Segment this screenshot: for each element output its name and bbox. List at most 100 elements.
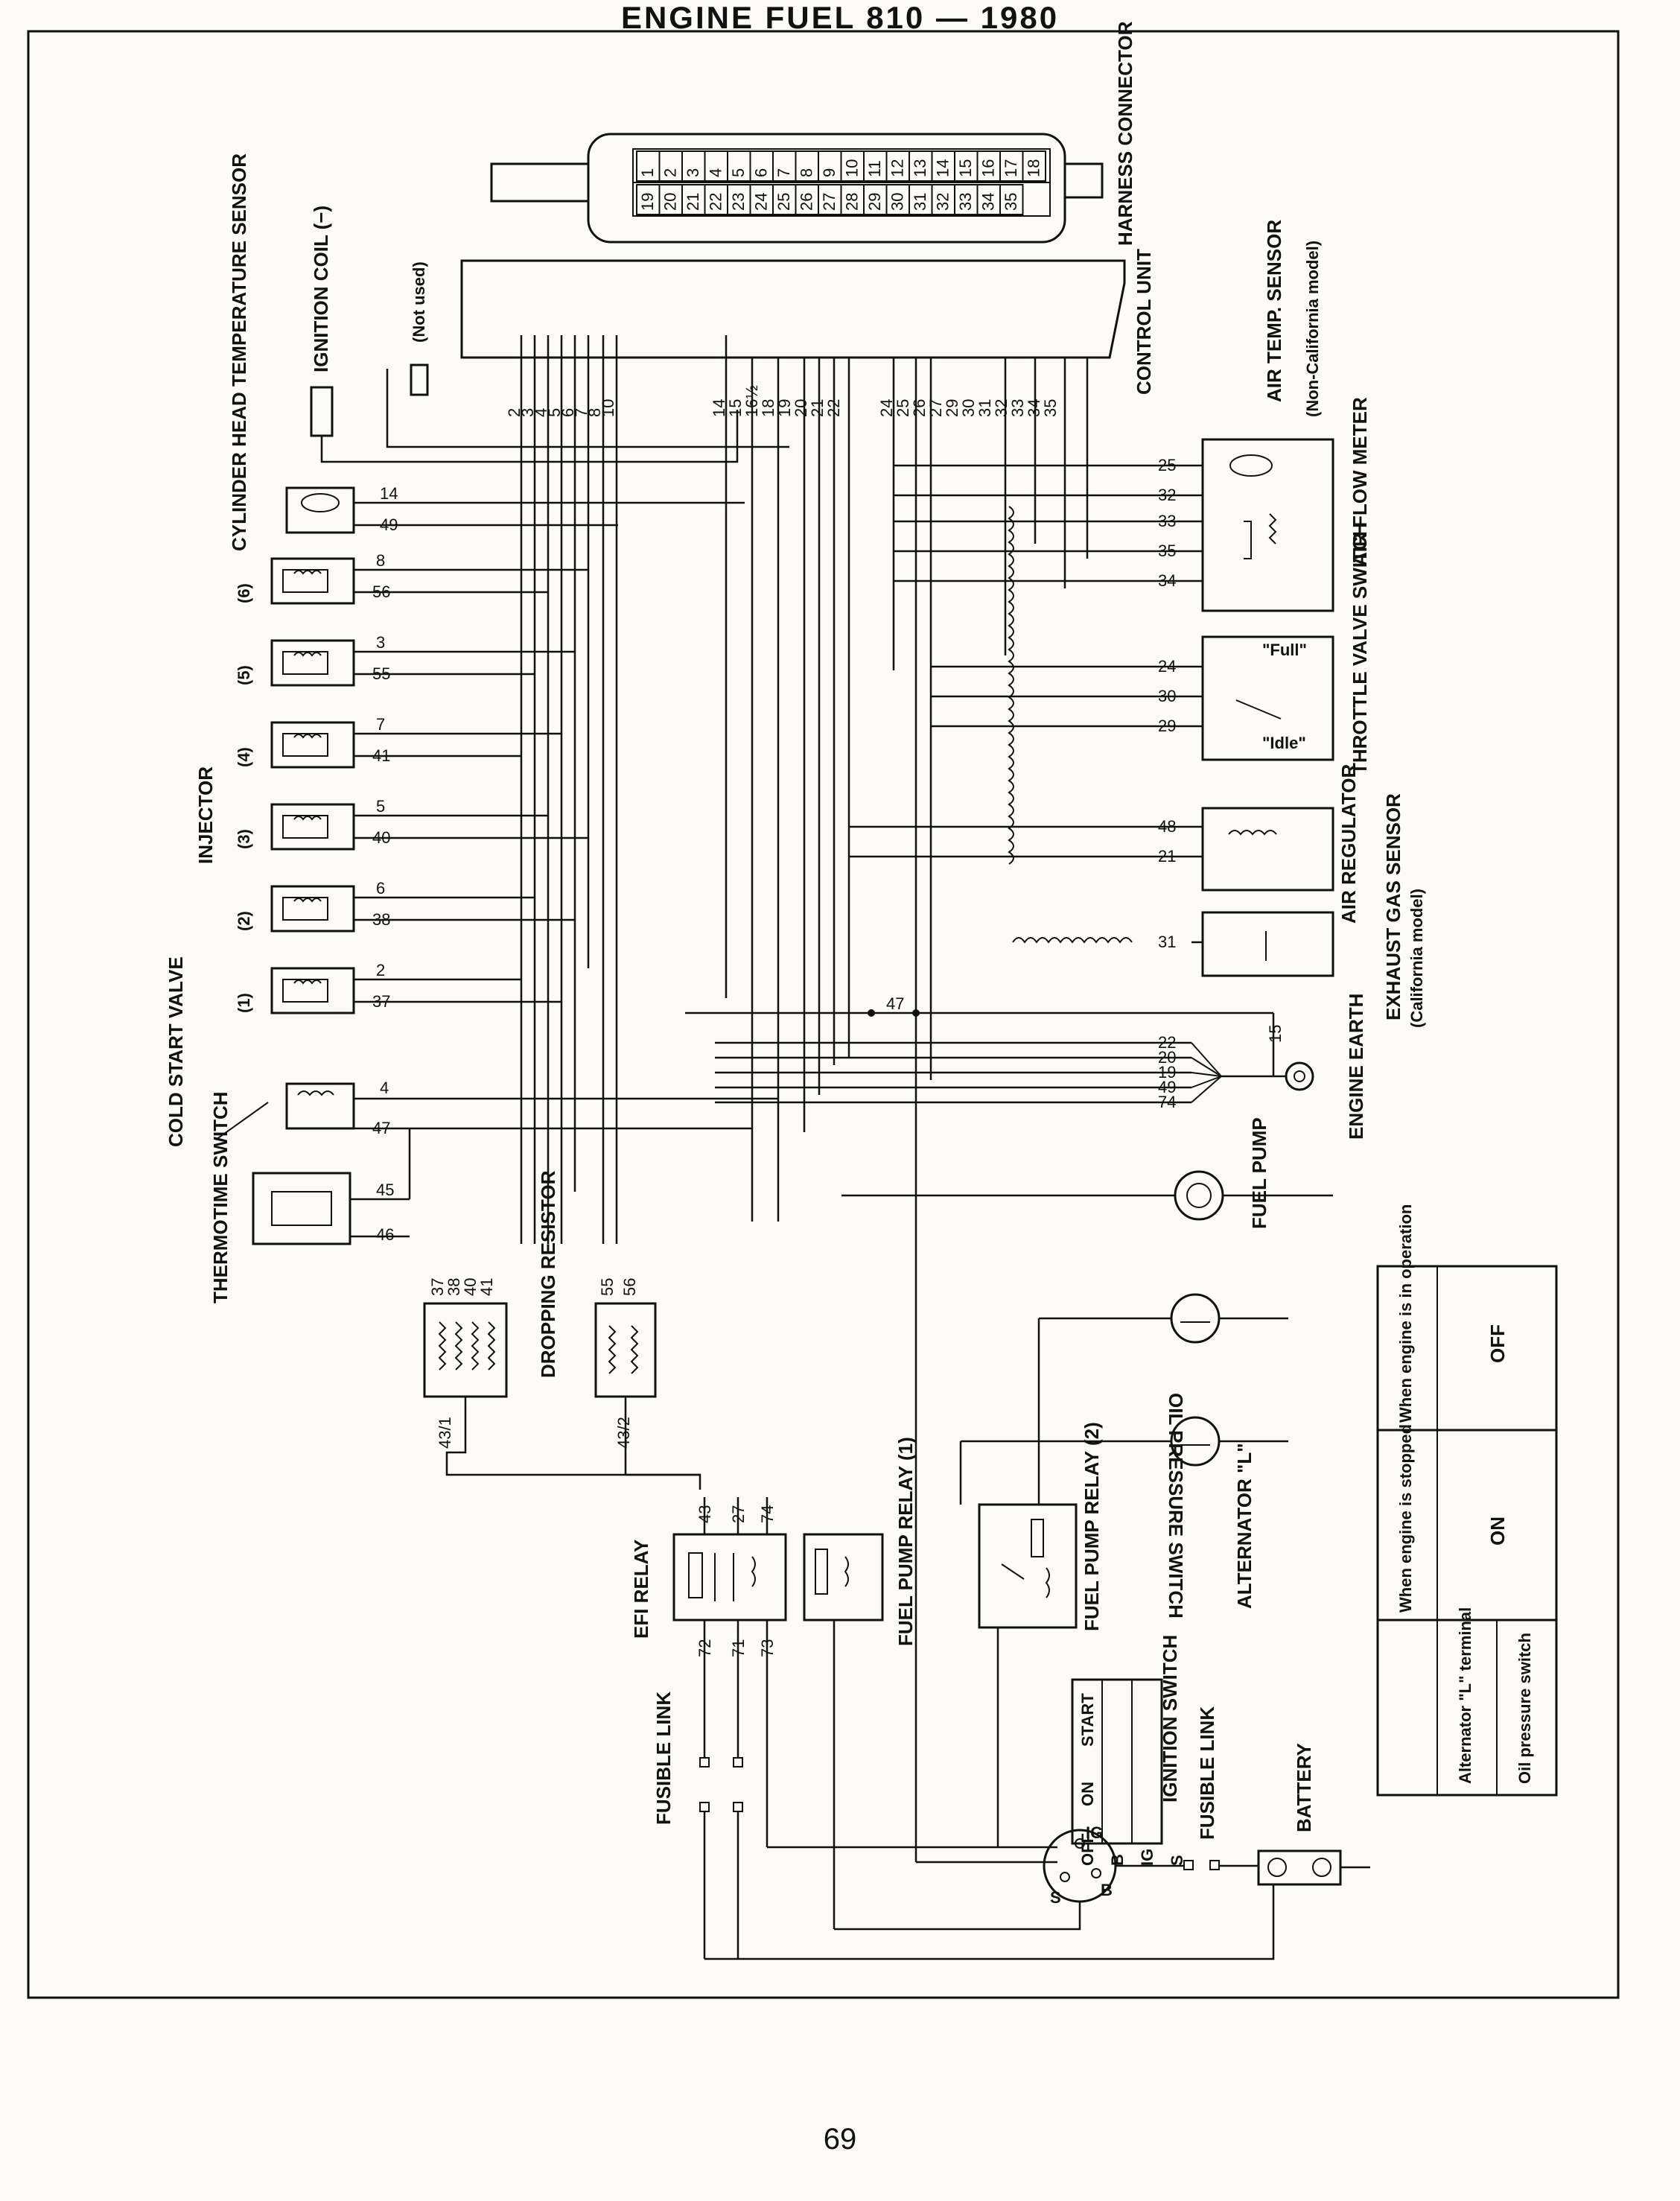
harness-pin-2: 2 (658, 150, 683, 182)
cu-pin-2: 2 (505, 408, 524, 417)
status-row-header-oil: Oil pressure switch (1515, 1633, 1534, 1784)
injector-3: 540(3) (235, 797, 588, 851)
svg-text:30: 30 (888, 193, 907, 211)
harness-pin-32: 32 (931, 184, 955, 215)
svg-text:17: 17 (1002, 159, 1020, 177)
dropping-resistor-label: DROPPING RESISTOR (537, 1170, 559, 1378)
cylinder-head-temp-sensor (285, 486, 745, 534)
cu-pin-33: 33 (1008, 399, 1027, 417)
dr1-pin-40: 40 (461, 1278, 480, 1296)
tvs-pin-30: 30 (931, 687, 1203, 705)
cold-start-label: COLD START VALVE (165, 956, 187, 1147)
injector-2: 638(2) (235, 879, 575, 933)
air-flow-meter-label: AIR FLOW METER (1349, 397, 1371, 566)
cu-pin-15: 15 (726, 399, 745, 417)
efi-pin-27: 27 (729, 1505, 748, 1523)
svg-text:4: 4 (707, 168, 725, 177)
harness-pin-27: 27 (818, 184, 842, 215)
fuel-pump-relay-1-label: FUEL PUMP RELAY (1) (894, 1437, 917, 1646)
engine-earth-label: ENGINE EARTH (1345, 994, 1367, 1140)
harness-pin-13: 13 (909, 150, 933, 182)
efi-pin-74: 74 (758, 1505, 777, 1523)
harness-pin-9: 9 (818, 150, 842, 182)
air-regulator (1201, 807, 1334, 892)
ign-row-s: S (1168, 1855, 1186, 1866)
earth-pin-49: 49 (715, 1076, 1222, 1096)
svg-text:34: 34 (979, 193, 998, 211)
injector-5-label: (5) (235, 665, 253, 685)
svg-text:74: 74 (1158, 1093, 1176, 1111)
cu-pin-35: 35 (1041, 399, 1060, 417)
junction-47-dot-2 (912, 1009, 920, 1017)
ign-header-start: START (1078, 1693, 1097, 1747)
trunk-wires (520, 335, 1089, 1862)
svg-text:24: 24 (1158, 657, 1176, 676)
injector-3-pin-b: 40 (372, 828, 390, 847)
ignition-coil-symbol (310, 386, 334, 437)
injector-2-pin-a: 6 (376, 879, 385, 898)
svg-text:18: 18 (1025, 159, 1043, 177)
not-used-wire (386, 369, 789, 448)
throttle-valve-switch (1201, 635, 1334, 761)
cu-pin-20: 20 (792, 399, 810, 417)
sensor-bus-wires (410, 1097, 778, 1130)
injector-1-pin-b: 37 (372, 992, 390, 1011)
injector-4-pin-b: 41 (372, 746, 390, 765)
status-value-on: ON (1486, 1516, 1509, 1546)
harness-pin-17: 17 (999, 150, 1024, 182)
fusible-link-right-label: FUSIBLE LINK (1196, 1706, 1218, 1840)
status-value-off: OFF (1486, 1324, 1509, 1363)
harness-pin-21: 21 (681, 184, 706, 215)
harness-pin-7: 7 (772, 150, 797, 182)
cold-start-pin-47: 47 (372, 1119, 390, 1137)
cht-pin-49: 49 (380, 515, 398, 534)
harness-pin-1: 1 (636, 150, 661, 182)
cu-pin-3: 3 (518, 408, 537, 417)
afm-pin-34: 34 (894, 571, 1203, 590)
fusible-link-right (1116, 1860, 1259, 1870)
fuel-pump-label: FUEL PUMP (1248, 1117, 1270, 1229)
harness-pin-33: 33 (954, 184, 979, 215)
injector-6-label: (6) (235, 583, 253, 603)
tvs-pin-24: 24 (931, 657, 1203, 676)
cu-pin-21: 21 (808, 399, 827, 417)
svg-text:26: 26 (798, 193, 816, 211)
ign-header-off: OFF (1078, 1833, 1097, 1866)
svg-text:6: 6 (752, 168, 771, 177)
throttle-valve-switch-label: THROTTLE VALVE SWITCH (1349, 523, 1371, 775)
harness-pin-25: 25 (772, 184, 797, 215)
ign-row-b: B (1108, 1854, 1127, 1866)
svg-text:30: 30 (1158, 687, 1176, 705)
svg-text:21: 21 (1158, 847, 1176, 866)
throttle-idle-label: "Idle" (1262, 734, 1306, 752)
harness-pin-29: 29 (863, 184, 888, 215)
svg-text:11: 11 (865, 160, 884, 177)
control-unit-label: CONTROL UNIT (1133, 249, 1155, 395)
svg-text:29: 29 (865, 193, 884, 211)
cu-pin-18: 18 (759, 399, 777, 417)
harness-pin-26: 26 (795, 184, 819, 215)
harness-pin-34: 34 (976, 184, 1001, 215)
harness-pin-4: 4 (704, 150, 728, 182)
svg-text:28: 28 (843, 193, 862, 211)
cu-pin-8: 8 (585, 408, 604, 417)
injector-3-label: (3) (235, 829, 253, 849)
engine-earth (1221, 1013, 1314, 1091)
dr1-pin-41: 41 (477, 1278, 496, 1296)
status-col-header-stopped: When engine is stopped (1396, 1424, 1415, 1613)
injector-5-pin-a: 3 (376, 633, 385, 652)
air-temp-sensor-label: AIR TEMP. SENSOR (1263, 220, 1285, 402)
harness-pin-15: 15 (954, 150, 979, 182)
battery (1257, 1849, 1370, 1886)
thermotime-pin-46: 46 (376, 1225, 394, 1244)
cu-pin-30: 30 (959, 399, 978, 417)
fusible-links-left (699, 1620, 769, 1959)
svg-text:22: 22 (1158, 1033, 1176, 1052)
afm-pin-32: 32 (894, 486, 1203, 504)
ignition-switch-label: IGNITION SWITCH (1159, 1635, 1181, 1803)
harness-pin-8: 8 (795, 150, 819, 182)
svg-text:3: 3 (684, 168, 702, 177)
